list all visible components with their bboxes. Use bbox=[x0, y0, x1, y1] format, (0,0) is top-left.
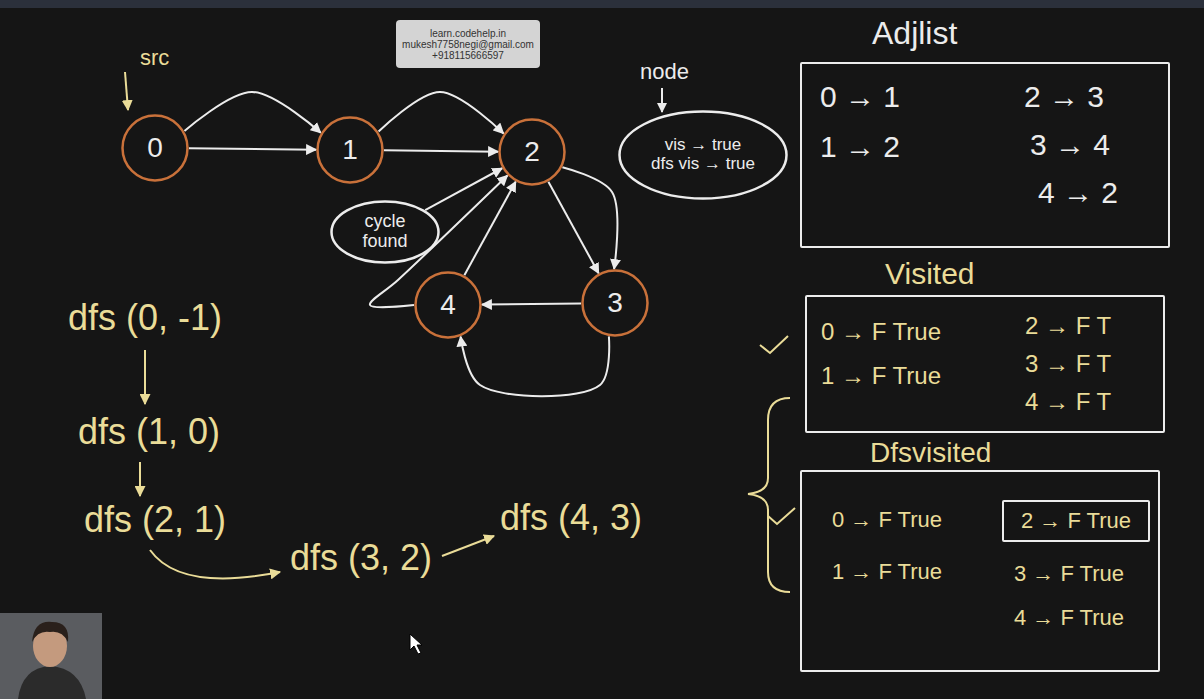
table-entry: 0 → F True bbox=[832, 508, 942, 532]
outline-ellipse bbox=[620, 112, 787, 199]
note-arrow bbox=[661, 88, 663, 112]
list-entry: 1 → 2 bbox=[820, 130, 900, 163]
text-stack: 1 bbox=[316, 116, 384, 184]
graph-vertex: 0 bbox=[121, 114, 189, 182]
vertex-number: 0 bbox=[147, 133, 163, 164]
graph-edge bbox=[379, 92, 504, 133]
table-entry: 3 → F T bbox=[1025, 351, 1111, 377]
table-entry: 2 → F True bbox=[1021, 509, 1131, 533]
note-ellipse: nodevis → truedfs vis → true bbox=[618, 110, 788, 200]
src-arrow bbox=[125, 72, 128, 110]
webcam-frame bbox=[0, 613, 102, 699]
text-stack: learn.codehelp.inmukesh7758negi@gmail.co… bbox=[396, 20, 540, 68]
outline-ellipse bbox=[583, 271, 648, 336]
text-stack: 4 bbox=[414, 271, 482, 339]
graph-vertex: 2 bbox=[498, 118, 566, 186]
call-arrow bbox=[150, 550, 280, 578]
graph-edge bbox=[425, 168, 502, 210]
top-bar bbox=[0, 0, 1204, 8]
watermark-text: learn.codehelp.in bbox=[430, 28, 506, 39]
text-stack: cycle found bbox=[330, 200, 440, 264]
text-stack: 0 bbox=[121, 114, 189, 182]
call-label: dfs (0, -1) bbox=[68, 298, 222, 338]
note-text: vis → true bbox=[665, 136, 742, 155]
cycle-note: cycle found bbox=[330, 200, 440, 264]
graph-edge bbox=[562, 167, 617, 269]
box-heading: Adjlist bbox=[872, 16, 957, 51]
watermark-box: learn.codehelp.inmukesh7758negi@gmail.co… bbox=[396, 20, 540, 68]
table-entry: 2 → F T bbox=[1025, 313, 1111, 339]
dfsvisited-box: Dfsvisited0 → F True1 → F True3 → F True… bbox=[800, 470, 1160, 672]
list-entry: 3 → 4 bbox=[1030, 128, 1110, 161]
graph-edge bbox=[461, 336, 610, 396]
graph-edge bbox=[482, 303, 581, 304]
vertex-number: 3 bbox=[607, 288, 623, 319]
table-entry: 3 → F True bbox=[1014, 562, 1124, 586]
table-entry: 4 → F T bbox=[1025, 389, 1111, 415]
visited-box: Visited0 → F True1 → F True2 → F T3 → F … bbox=[805, 295, 1165, 433]
list-entry: 4 → 2 bbox=[1038, 176, 1118, 209]
call-label: dfs (2, 1) bbox=[84, 500, 226, 540]
check-mark bbox=[760, 336, 788, 353]
text-stack: 2 bbox=[498, 118, 566, 186]
graph-vertex: 4 bbox=[414, 271, 482, 339]
text-stack: 2 → F True bbox=[1004, 502, 1148, 540]
call-arrow bbox=[144, 350, 146, 404]
text-stack: vis → truedfs vis → true bbox=[618, 110, 788, 200]
webcam-body bbox=[18, 666, 86, 699]
watermark-text: mukesh7758negi@gmail.com bbox=[402, 39, 534, 50]
vertex-number: 1 bbox=[342, 135, 358, 166]
vertex-number: 4 bbox=[440, 290, 456, 321]
outline-ellipse bbox=[416, 273, 481, 338]
table-entry: 0 → F True bbox=[821, 319, 941, 345]
vertex-number: 2 bbox=[524, 137, 540, 168]
graph-edge bbox=[189, 148, 316, 149]
call-arrow bbox=[139, 462, 141, 496]
call-label: dfs (4, 3) bbox=[500, 498, 642, 538]
note-text: dfs vis → true bbox=[651, 155, 755, 174]
note-text: cycle found bbox=[355, 212, 415, 252]
box-heading: Visited bbox=[885, 257, 975, 290]
adjlist-box: Adjlist0 → 11 → 22 → 33 → 44 → 2 bbox=[800, 62, 1170, 248]
annotation-label: src bbox=[140, 46, 169, 70]
graph-edge bbox=[184, 92, 320, 133]
mouse-cursor bbox=[410, 634, 422, 654]
curly-bracket bbox=[748, 398, 790, 592]
call-label: dfs (3, 2) bbox=[290, 538, 432, 578]
graph-vertex: 1 bbox=[316, 116, 384, 184]
highlight-box: 2 → F True bbox=[1002, 500, 1150, 542]
webcam-hair bbox=[32, 622, 68, 642]
outline-ellipse bbox=[123, 116, 188, 181]
watermark-text: +918115666597 bbox=[432, 50, 504, 61]
outline-ellipse bbox=[332, 202, 439, 263]
note-heading: node bbox=[640, 60, 689, 84]
graph-vertex: 3 bbox=[581, 269, 649, 337]
outline-ellipse bbox=[500, 120, 565, 185]
call-label: dfs (1, 0) bbox=[78, 412, 220, 452]
table-entry: 1 → F True bbox=[821, 363, 941, 389]
graph-edge bbox=[464, 182, 515, 275]
list-entry: 2 → 3 bbox=[1024, 80, 1104, 113]
call-arrow bbox=[442, 536, 494, 556]
list-entry: 0 → 1 bbox=[820, 80, 900, 113]
outline-ellipse bbox=[318, 118, 383, 183]
box-heading: Dfsvisited bbox=[870, 438, 991, 469]
check-mark bbox=[768, 508, 795, 524]
table-entry: 1 → F True bbox=[832, 560, 942, 584]
graph-edge bbox=[548, 182, 598, 273]
text-stack: 3 bbox=[581, 269, 649, 337]
table-entry: 4 → F True bbox=[1014, 606, 1124, 630]
graph-edge bbox=[384, 150, 498, 151]
